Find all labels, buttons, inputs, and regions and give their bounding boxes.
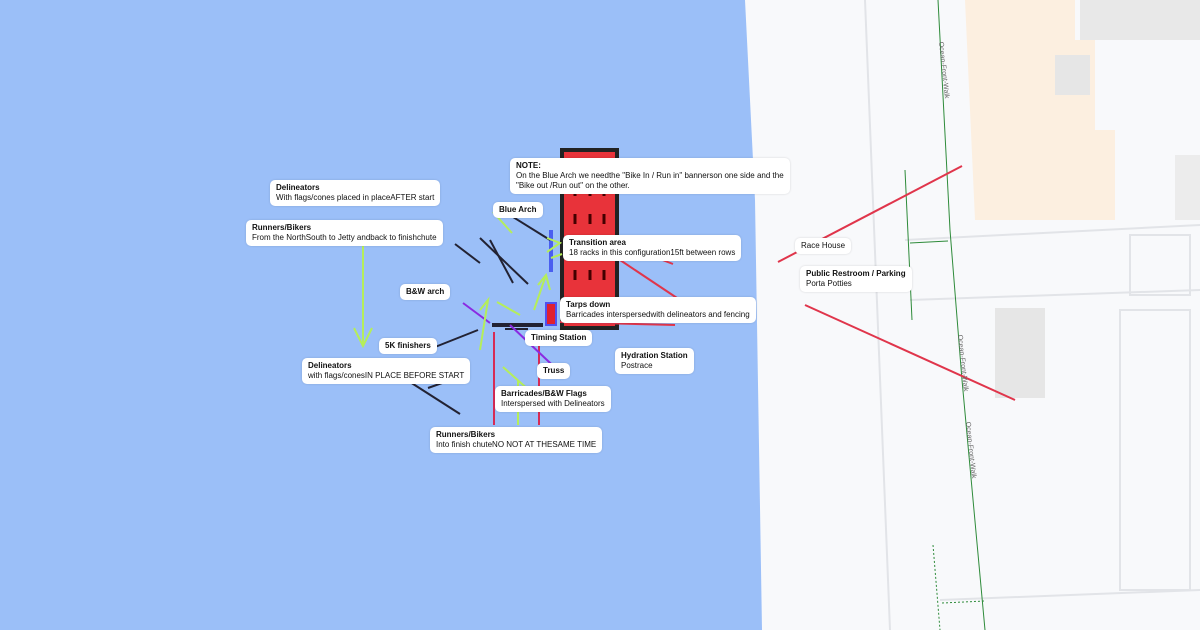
label-timing-station[interactable]: Timing Station [525, 330, 593, 346]
label-title: Truss [543, 366, 565, 375]
building [1175, 155, 1200, 220]
label-5k-finishers[interactable]: 5K finishers [379, 338, 437, 354]
label-text: with flags/conesIN PLACE BEFORE START [308, 371, 465, 380]
building [995, 308, 1045, 398]
label-truss[interactable]: Truss [537, 363, 571, 379]
street-label: Ocean-Front-Walk [964, 421, 977, 479]
label-title: Runners/Bikers [436, 430, 496, 439]
label-text: Barricades interspersedwith delineators … [566, 310, 750, 319]
label-title: Delineators [276, 183, 320, 192]
label-title: Runners/Bikers [252, 223, 312, 232]
label-bw-arch[interactable]: B&W arch [400, 284, 451, 300]
label-note[interactable]: NOTE:On the Blue Arch we needthe "Bike I… [510, 158, 790, 194]
label-text: Into finish chuteNO NOT AT THESAME TIME [436, 440, 597, 449]
label-title: NOTE: [516, 161, 541, 170]
building [1080, 0, 1200, 40]
label-text: "Bike out /Run out" on the other. [516, 181, 630, 190]
label-text: Race House [801, 241, 846, 250]
label-title: Hydration Station [621, 351, 688, 360]
label-title: B&W arch [406, 287, 445, 296]
label-title: Blue Arch [499, 205, 537, 214]
label-text: On the Blue Arch we needthe "Bike In / R… [516, 171, 784, 180]
label-title: Barricades/B&W Flags [501, 389, 587, 398]
label-text: Porta Potties [806, 279, 852, 288]
label-text: 18 racks in this configuration15ft betwe… [569, 248, 736, 257]
street-label: Ocean-Front-Walk [956, 334, 969, 392]
label-title: Delineators [308, 361, 352, 370]
label-house[interactable]: Race House [795, 238, 852, 254]
label-blue-arch[interactable]: Blue Arch [493, 202, 543, 218]
label-text: Postrace [621, 361, 653, 370]
label-title: Public Restroom / Parking [806, 269, 906, 278]
label-title: Transition area [569, 238, 626, 247]
annotation-lines [353, 165, 1016, 425]
street-label: Ocean-Front-Walk [937, 41, 950, 99]
label-title: Tarps down [566, 300, 611, 309]
label-text: From the NorthSouth to Jetty andback to … [252, 233, 437, 242]
building [1055, 55, 1090, 95]
label-text: Interspersed with Delineators [501, 399, 605, 408]
label-title: Timing Station [531, 333, 587, 342]
land-blocks [864, 0, 1200, 630]
label-text: With flags/cones placed in placeAFTER st… [276, 193, 435, 202]
label-title: 5K finishers [385, 341, 431, 350]
